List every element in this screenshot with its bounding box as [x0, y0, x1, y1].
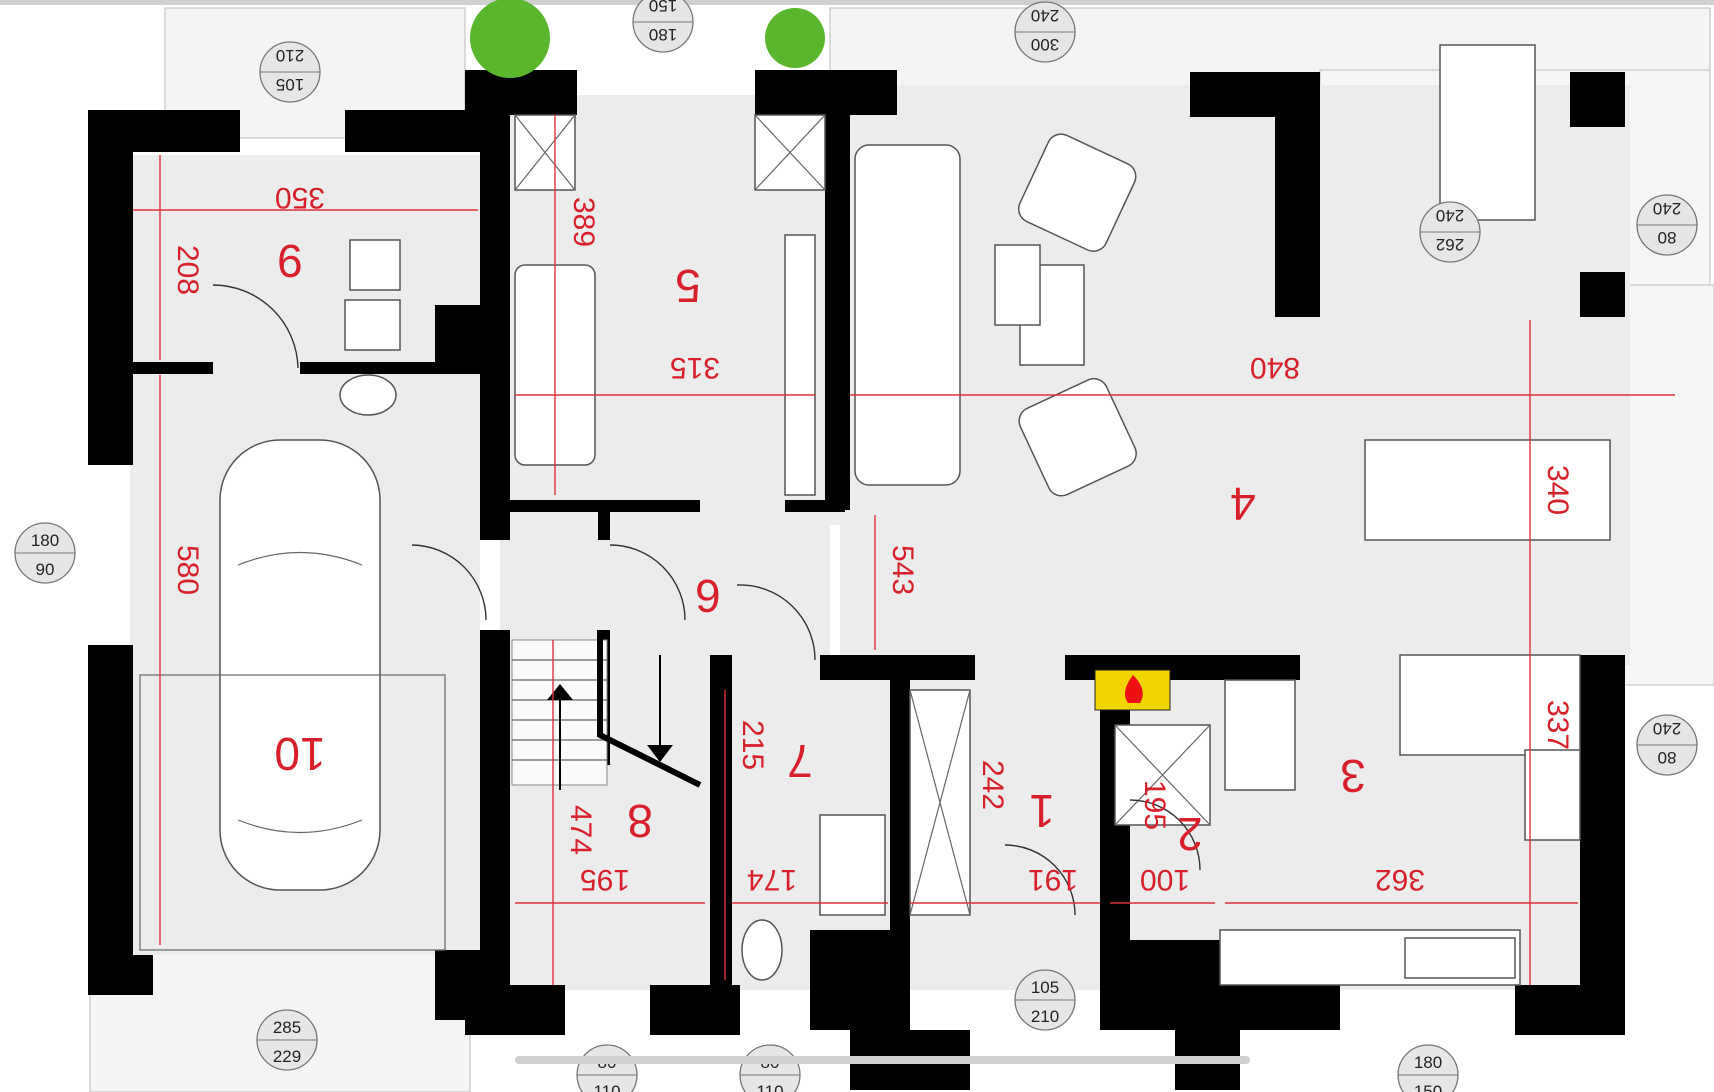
dimension-label: 543: [886, 545, 919, 595]
opening-marker: 80 240: [1636, 194, 1698, 256]
opening-marker: 105 210: [259, 41, 321, 103]
car-icon: [139, 439, 446, 951]
dimension-label: 242: [976, 760, 1009, 810]
svg-text:80: 80: [1658, 228, 1677, 247]
dimension-label: 100: [1140, 863, 1190, 896]
svg-text:180: 180: [649, 25, 677, 44]
opening-marker: 180 150: [632, 0, 694, 53]
svg-text:229: 229: [273, 1047, 301, 1066]
svg-text:240: 240: [1653, 199, 1681, 218]
room-number: 6: [695, 570, 721, 622]
room-number: 1: [1029, 785, 1055, 837]
svg-text:285: 285: [273, 1018, 301, 1037]
fireplace-icon: [1094, 669, 1171, 711]
scroll-indicator[interactable]: [515, 1056, 1250, 1064]
opening-marker: 300 240: [1014, 1, 1076, 63]
doors: [212, 284, 1201, 916]
opening-marker: 180 150: [1397, 1044, 1459, 1092]
opening-marker: 285 229: [256, 1009, 318, 1071]
svg-text:110: 110: [593, 1082, 620, 1092]
opening-marker: 80 240: [1636, 714, 1698, 776]
svg-text:210: 210: [276, 46, 304, 65]
svg-text:180: 180: [31, 531, 59, 550]
svg-text:240: 240: [1653, 719, 1681, 738]
opening-marker: 105 210: [1014, 969, 1076, 1031]
svg-text:150: 150: [1414, 1082, 1442, 1092]
opening-markers: 105 210 180 150 300 240 262 240 80 240 1…: [14, 0, 1698, 1092]
svg-text:105: 105: [1031, 978, 1059, 997]
dimension-label: 474: [564, 805, 597, 855]
dimension-label: 337: [1541, 700, 1574, 750]
room-number: 7: [787, 735, 813, 787]
dimension-label: 195: [1138, 780, 1171, 830]
room-number: 10: [274, 728, 325, 780]
dimension-label: 315: [670, 351, 720, 384]
opening-marker: 80 110: [576, 1044, 638, 1092]
svg-text:80: 80: [1658, 748, 1677, 767]
dimension-labels: 350 208 389 315 840 340 580 543 242 474 …: [171, 181, 1574, 896]
dimension-label: 362: [1375, 863, 1425, 896]
svg-text:210: 210: [1031, 1007, 1059, 1026]
dimension-label: 840: [1250, 351, 1300, 384]
plant-icon: [470, 0, 550, 78]
opening-marker: 262 240: [1419, 201, 1481, 263]
svg-text:262: 262: [1436, 235, 1464, 254]
plant-icon: [765, 8, 825, 68]
dimension-label: 350: [275, 181, 325, 214]
svg-text:90: 90: [36, 560, 55, 579]
opening-marker: 80 110: [739, 1044, 801, 1092]
opening-marker: 180 90: [14, 522, 76, 584]
dimension-label: 208: [171, 245, 204, 295]
room-number: 8: [627, 795, 653, 847]
dimension-label: 215: [736, 720, 769, 770]
dimension-label: 195: [580, 863, 630, 896]
dimension-label: 174: [747, 863, 797, 896]
room-number: 5: [675, 260, 701, 312]
furniture: [339, 44, 1611, 981]
dimension-label: 389: [567, 197, 600, 247]
room-number: 3: [1340, 750, 1366, 802]
room-number: 2: [1177, 808, 1203, 860]
staircase: [511, 630, 702, 790]
room-number: 9: [277, 235, 303, 287]
svg-text:240: 240: [1031, 6, 1059, 25]
svg-text:240: 240: [1436, 206, 1464, 225]
svg-text:180: 180: [1414, 1053, 1442, 1072]
room-numbers: 1 2 3 4 5 6 7 8 9 10: [274, 235, 1365, 860]
svg-text:300: 300: [1031, 35, 1059, 54]
dimension-label: 580: [171, 545, 204, 595]
kitchen-counters: [1219, 654, 1581, 986]
dimension-label: 191: [1028, 863, 1078, 896]
svg-text:150: 150: [649, 0, 677, 15]
dimension-label: 340: [1541, 465, 1574, 515]
dimension-lines: [133, 115, 1675, 985]
svg-text:110: 110: [756, 1082, 783, 1092]
svg-text:105: 105: [276, 75, 304, 94]
room-number: 4: [1230, 478, 1256, 530]
stair-arrow-icon: [647, 745, 673, 762]
